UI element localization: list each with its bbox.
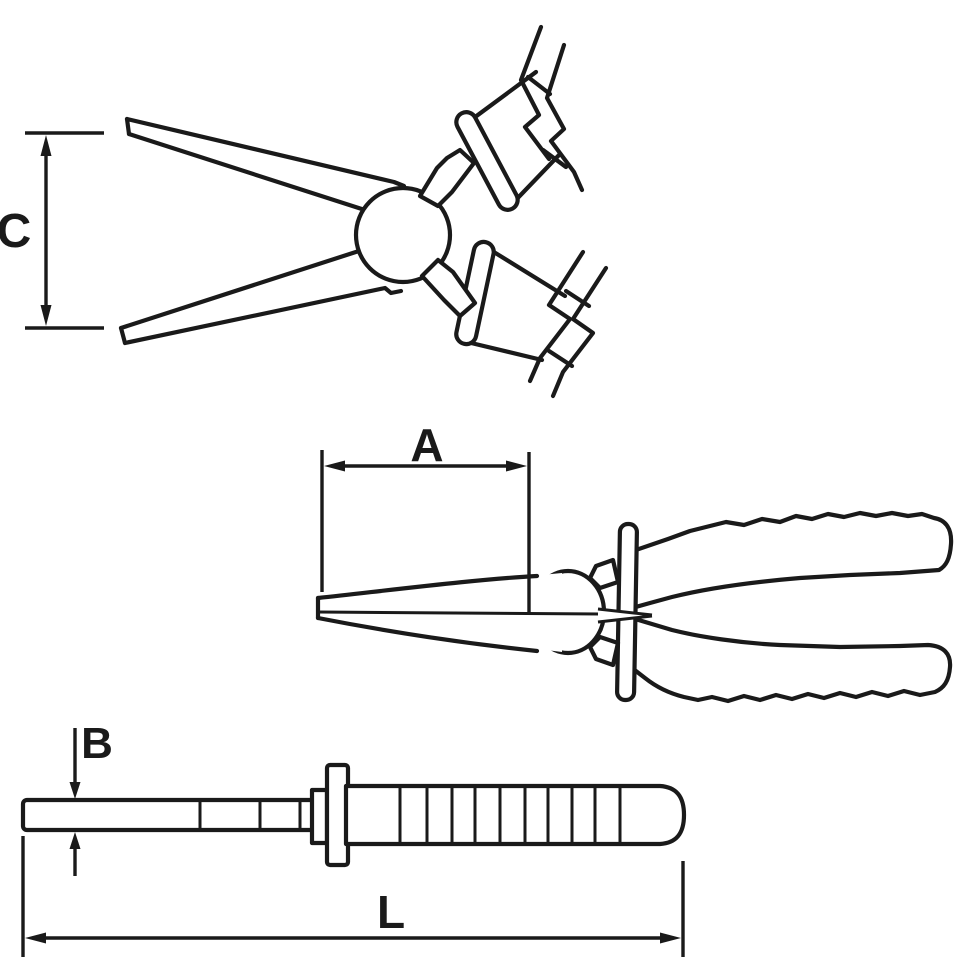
jaw-seam	[318, 610, 602, 616]
arrowhead-left	[324, 460, 345, 472]
lower-grip-handle	[629, 615, 953, 704]
upper-hand-guard	[454, 110, 520, 212]
break-line	[527, 249, 586, 384]
dimension-c	[25, 131, 104, 330]
open-pliers-view	[25, 24, 609, 399]
arrowhead-left	[25, 932, 46, 944]
joint-step	[309, 787, 330, 846]
arrowhead-right	[660, 932, 681, 944]
break-line	[544, 42, 585, 193]
handle-profile	[343, 783, 687, 847]
jaw-profile	[20, 797, 329, 833]
dimension-label-b: B	[81, 719, 113, 768]
lower-neck-step	[587, 634, 621, 668]
upper-neck	[417, 147, 477, 209]
break-line	[518, 24, 552, 162]
arrowhead-up	[69, 832, 81, 849]
handle-ribs	[398, 786, 622, 844]
dimension-b	[69, 728, 81, 876]
arrowhead-up	[40, 135, 52, 156]
dimension-label-c: C	[0, 205, 31, 258]
closed-pliers-side-view	[20, 728, 687, 957]
arrowhead-down	[40, 305, 52, 326]
lower-neck	[419, 257, 478, 319]
pivot-joint	[353, 185, 453, 285]
dimension-a	[320, 450, 531, 614]
dimension-label-l: L	[377, 886, 405, 938]
arrowhead-right	[506, 460, 527, 472]
dimension-label-a: A	[410, 419, 443, 471]
dimension-l	[21, 836, 685, 957]
arrowhead-down	[69, 782, 81, 799]
lower-jaw	[120, 244, 399, 345]
upper-grip-handle	[627, 510, 954, 611]
upper-jaw	[126, 117, 412, 224]
closed-pliers-top-view	[315, 450, 954, 704]
